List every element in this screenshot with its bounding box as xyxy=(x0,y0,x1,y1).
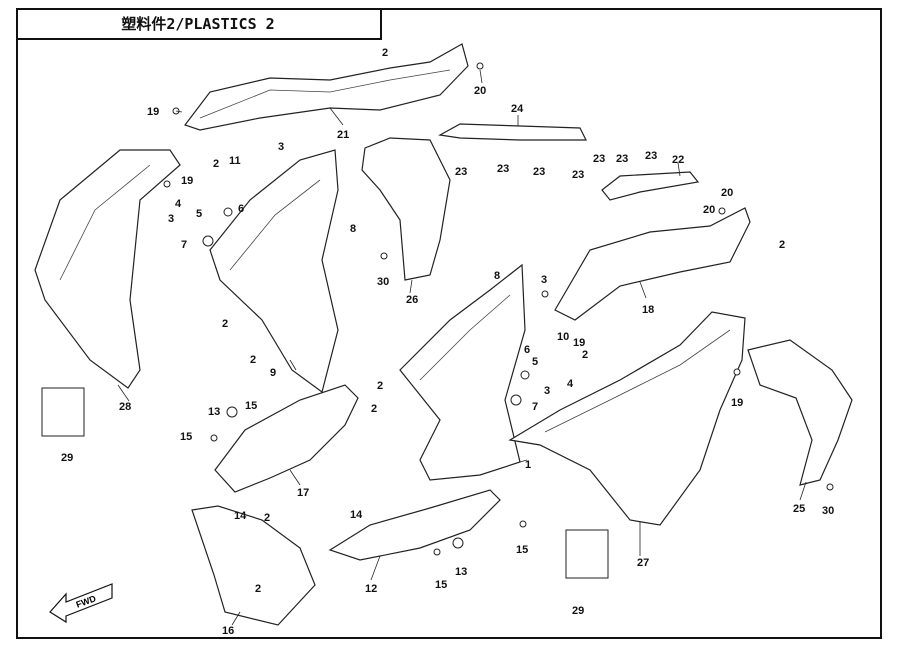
callout-c2e: 2 xyxy=(371,403,377,415)
callout-c13b: 13 xyxy=(455,566,467,578)
part-18-right-upper-trim xyxy=(554,207,751,321)
callout-c18: 18 xyxy=(642,304,654,316)
callout-c20b: 20 xyxy=(703,204,715,216)
callout-c29b: 29 xyxy=(572,605,584,617)
callout-c23a: 23 xyxy=(455,166,467,178)
callout-c12: 12 xyxy=(365,583,377,595)
callout-c2j: 2 xyxy=(377,380,383,392)
callout-c4b: 4 xyxy=(567,378,574,390)
callout-c15d: 15 xyxy=(435,579,447,591)
part-12-lower-rail xyxy=(328,489,501,561)
callout-c2a: 2 xyxy=(382,47,388,59)
callout-c1: 1 xyxy=(525,459,531,471)
callout-c8a: 8 xyxy=(350,223,356,235)
callout-c3c: 3 xyxy=(541,274,547,286)
callout-c7a: 7 xyxy=(181,239,187,251)
callout-c8b: 8 xyxy=(494,270,500,282)
part-29-decal-left xyxy=(41,387,85,437)
callout-c24: 24 xyxy=(511,103,524,115)
callout-c19d: 19 xyxy=(731,397,743,409)
callout-c2g: 2 xyxy=(779,239,785,251)
callout-c15b: 15 xyxy=(180,431,192,443)
callout-c2b: 2 xyxy=(213,158,219,170)
callout-c2f: 2 xyxy=(582,349,588,361)
callout-c6a: 6 xyxy=(238,203,244,215)
part-22-small-trim xyxy=(601,171,700,201)
part-24-rail xyxy=(438,123,587,141)
fwd-arrow-icon: FWD xyxy=(49,583,113,624)
callout-c15c: 15 xyxy=(516,544,528,556)
part-29-decal-right xyxy=(565,529,609,579)
callout-c17: 17 xyxy=(297,487,309,499)
callout-c19a: 19 xyxy=(147,106,159,118)
part-16-front-lower-part xyxy=(191,505,316,626)
callout-c29a: 29 xyxy=(61,452,73,464)
callout-c3d: 3 xyxy=(544,385,550,397)
callout-c3a: 3 xyxy=(278,141,284,153)
callout-c23b: 23 xyxy=(497,163,509,175)
callout-c27: 27 xyxy=(637,557,649,569)
callout-c14b: 14 xyxy=(350,509,363,521)
callout-c23c: 23 xyxy=(533,166,545,178)
callout-c16: 16 xyxy=(222,625,234,637)
callout-c6b: 6 xyxy=(524,344,530,356)
callout-c11: 11 xyxy=(229,155,241,167)
callout-c2i: 2 xyxy=(255,583,261,595)
callout-c28: 28 xyxy=(119,401,131,413)
part-28-left-side-panel xyxy=(34,149,181,389)
callout-c2c: 2 xyxy=(222,318,228,330)
callout-c5b: 5 xyxy=(532,356,538,368)
part-27-right-side-panel xyxy=(508,311,746,526)
callout-c20a: 20 xyxy=(474,85,486,97)
callout-c23e: 23 xyxy=(593,153,605,165)
callout-c14a: 14 xyxy=(234,510,247,522)
callout-c13a: 13 xyxy=(208,406,220,418)
callout-c7b: 7 xyxy=(532,401,538,413)
part-26-bracket xyxy=(361,137,451,281)
callout-c23d: 23 xyxy=(572,169,584,181)
callout-c30b: 30 xyxy=(822,505,834,517)
callout-c15a: 15 xyxy=(245,400,257,412)
callout-c3b: 3 xyxy=(168,213,174,225)
callout-c2h: 2 xyxy=(264,512,270,524)
callout-c4a: 4 xyxy=(175,198,182,210)
callout-c19c: 19 xyxy=(573,337,585,349)
callout-c19b: 19 xyxy=(181,175,193,187)
part-1-center-inner-panel xyxy=(399,263,526,481)
callout-c21: 21 xyxy=(337,129,349,141)
diagram-title: 塑料件2/PLASTICS 2 xyxy=(16,8,382,40)
callout-c26: 26 xyxy=(406,294,418,306)
callout-c30a: 30 xyxy=(377,276,389,288)
callout-c5a: 5 xyxy=(196,208,202,220)
callout-c25: 25 xyxy=(793,503,805,515)
callout-c2d: 2 xyxy=(250,354,256,366)
callout-c20c: 20 xyxy=(721,187,733,199)
callout-c22: 22 xyxy=(672,154,684,166)
callout-c9: 9 xyxy=(270,367,276,379)
callout-c10: 10 xyxy=(557,331,569,343)
callout-c23f: 23 xyxy=(616,153,628,165)
part-25-rear-bracket xyxy=(747,339,853,486)
part-17-lower-left-part xyxy=(214,384,359,493)
part-9-left-inner-panel xyxy=(209,149,339,394)
part-21-upper-trim xyxy=(184,43,469,131)
callout-c23g: 23 xyxy=(645,150,657,162)
